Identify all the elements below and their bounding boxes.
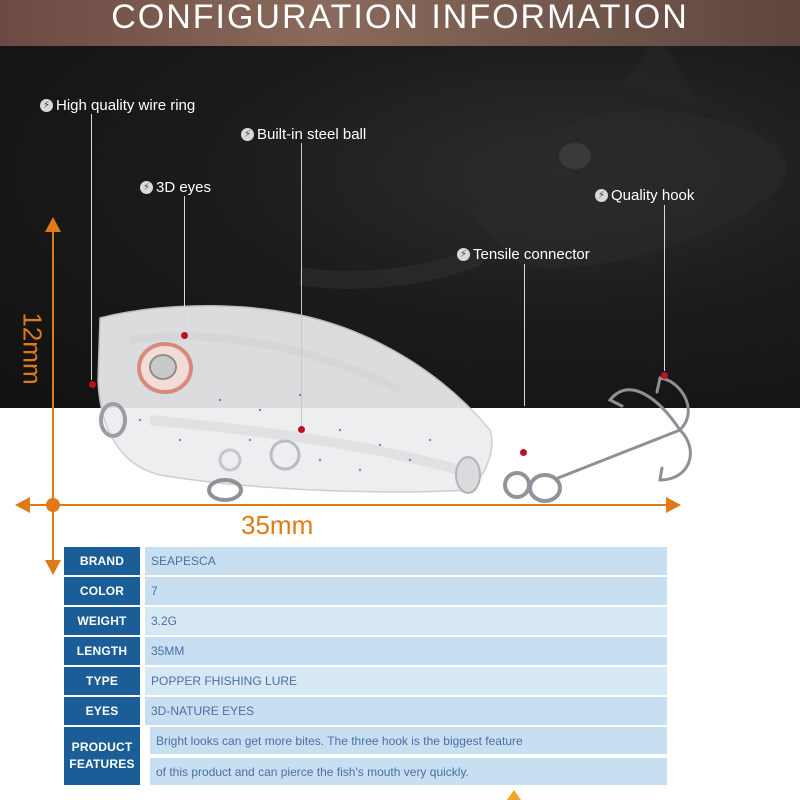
callout-dot-wire-ring <box>89 381 96 388</box>
callout-label: Quality hook <box>611 187 695 204</box>
callout-dot-steel-ball <box>298 426 305 433</box>
bolt-icon: ⚡ <box>595 189 608 202</box>
spec-table: BRAND SEAPESCA COLOR 7 WEIGHT 3.2G LENGT… <box>64 547 667 787</box>
spec-value: 35MM <box>145 637 667 665</box>
callout-label: High quality wire ring <box>56 97 196 114</box>
features-line-2: of this product and can pierce the fish'… <box>150 758 667 785</box>
features-line-1: Bright looks can get more bites. The thr… <box>150 727 667 754</box>
callout-line-wire-ring <box>91 114 92 380</box>
scroll-indicator-arrow <box>507 790 521 800</box>
features-key-line2: FEATURES <box>69 757 135 771</box>
spec-key: WEIGHT <box>64 607 140 635</box>
callout-line-connector <box>524 264 525 406</box>
callout-dot-hook <box>661 372 668 379</box>
spec-key-features: PRODUCT FEATURES <box>64 727 140 785</box>
title-band <box>0 0 800 46</box>
spec-row-color: COLOR 7 <box>64 577 667 605</box>
features-values: Bright looks can get more bites. The thr… <box>145 727 667 785</box>
spec-row-brand: BRAND SEAPESCA <box>64 547 667 575</box>
spec-key: EYES <box>64 697 140 725</box>
bolt-icon: ⚡ <box>241 128 254 141</box>
spec-row-features: PRODUCT FEATURES Bright looks can get mor… <box>64 727 667 785</box>
bolt-icon: ⚡ <box>457 248 470 261</box>
spec-row-length: LENGTH 35MM <box>64 637 667 665</box>
callout-dot-eyes <box>181 332 188 339</box>
spec-key: BRAND <box>64 547 140 575</box>
length-dimension-label: 35mm <box>241 510 314 540</box>
callout-hook: ⚡ Quality hook <box>595 187 694 204</box>
spec-key: TYPE <box>64 667 140 695</box>
callout-dot-connector <box>520 449 527 456</box>
spec-value: SEAPESCA <box>145 547 667 575</box>
spec-row-eyes: EYES 3D-NATURE EYES <box>64 697 667 725</box>
spec-row-weight: WEIGHT 3.2G <box>64 607 667 635</box>
callout-connector: ⚡ Tensile connector <box>457 246 590 263</box>
callout-label: Tensile connector <box>473 246 590 263</box>
callout-wire-ring: ⚡ High quality wire ring <box>40 97 195 114</box>
spec-value: POPPER FHISHING LURE <box>145 667 667 695</box>
spec-value: 3D-NATURE EYES <box>145 697 667 725</box>
bolt-icon: ⚡ <box>40 99 53 112</box>
callout-label: Built-in steel ball <box>257 126 367 143</box>
height-dimension-label: 12mm <box>17 312 48 385</box>
callout-line-hook <box>664 205 665 371</box>
spec-key: LENGTH <box>64 637 140 665</box>
callout-eyes: ⚡ 3D eyes <box>140 179 211 196</box>
page-title: CONFIGURATION INFORMATION <box>111 0 689 36</box>
spec-row-type: TYPE POPPER FHISHING LURE <box>64 667 667 695</box>
spec-value: 3.2G <box>145 607 667 635</box>
bolt-icon: ⚡ <box>140 181 153 194</box>
callout-label: 3D eyes <box>156 179 212 196</box>
spec-value: 7 <box>145 577 667 605</box>
spec-key: COLOR <box>64 577 140 605</box>
callout-line-steel-ball <box>301 143 302 426</box>
background-fish-illustration <box>298 46 787 289</box>
features-key-line1: PRODUCT <box>71 740 133 754</box>
callout-line-eyes <box>184 196 185 331</box>
callout-steel-ball: ⚡ Built-in steel ball <box>241 126 366 143</box>
